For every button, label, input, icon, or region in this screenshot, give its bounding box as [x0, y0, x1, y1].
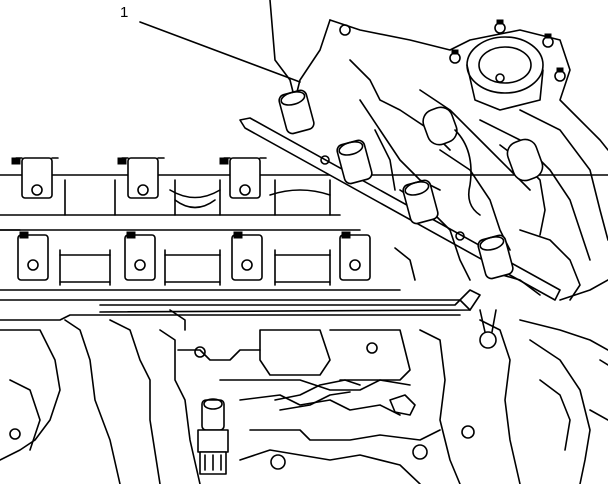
callout-leader-line: [139, 21, 301, 83]
engine-block: [0, 229, 608, 484]
fuel-rail: [99, 117, 561, 349]
camshaft-carrier-lower: [0, 229, 401, 291]
fuel-injectors: [278, 89, 514, 280]
sensor-plug: [197, 398, 229, 475]
camshaft-carrier-upper: [0, 157, 608, 216]
callout-label-1: 1: [120, 4, 129, 21]
bracket-details: [169, 247, 416, 416]
